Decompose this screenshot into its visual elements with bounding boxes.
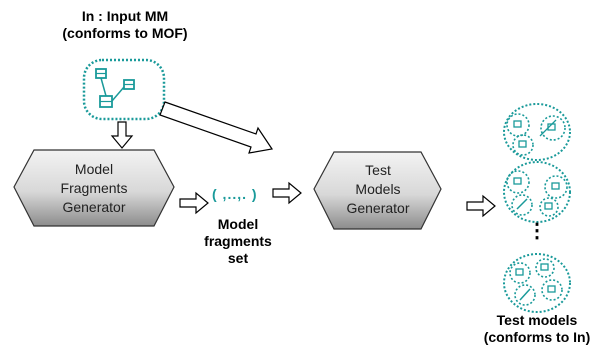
ellipsis: ⋮ xyxy=(527,220,547,242)
arrow-fragments-to-models-generator xyxy=(272,181,302,205)
input-title-line1: In : Input MM xyxy=(81,8,169,24)
test-model-icon-1 xyxy=(503,103,571,161)
input-title-line2: (conforms to MOF) xyxy=(62,25,188,41)
models-generator-label: Test Models Generator xyxy=(318,161,438,218)
fragments-generator-hexagon xyxy=(13,149,175,227)
test-models-line1: Test models xyxy=(496,312,578,328)
model-fragments-symbol: ( ,..,. ) xyxy=(212,186,258,202)
models-generator-line2: Models xyxy=(355,181,401,197)
fragments-set-line1: Model xyxy=(217,216,259,232)
test-model-icon-3 xyxy=(503,253,571,313)
arrow-models-generator-to-outputs xyxy=(466,194,496,218)
fragments-generator-line2: Fragments xyxy=(60,180,128,196)
test-models-label: Test models (conforms to In) xyxy=(470,312,604,346)
arrow-input-to-models-generator xyxy=(159,101,274,154)
fragments-set-line2: fragments xyxy=(204,233,272,249)
model-fragments-set-label: Model fragments set xyxy=(193,216,283,267)
test-models-line2: (conforms to In) xyxy=(483,329,591,345)
input-metamodel-icon xyxy=(82,58,166,121)
fragments-generator-label: Model Fragments Generator xyxy=(24,160,164,217)
arrow-fragments-generator-to-fragments xyxy=(179,191,209,215)
fragments-generator-line1: Model xyxy=(74,161,114,177)
fragments-set-line3: set xyxy=(227,250,249,266)
models-generator-line3: Generator xyxy=(346,200,410,216)
models-generator-line1: Test xyxy=(365,162,391,178)
fragments-generator-line3: Generator xyxy=(62,199,126,215)
input-metamodel-title: In : Input MM (conforms to MOF) xyxy=(52,8,198,42)
test-model-icon-2 xyxy=(503,161,571,223)
arrow-input-to-fragments-generator xyxy=(110,121,134,149)
models-generator-hexagon xyxy=(313,151,442,230)
